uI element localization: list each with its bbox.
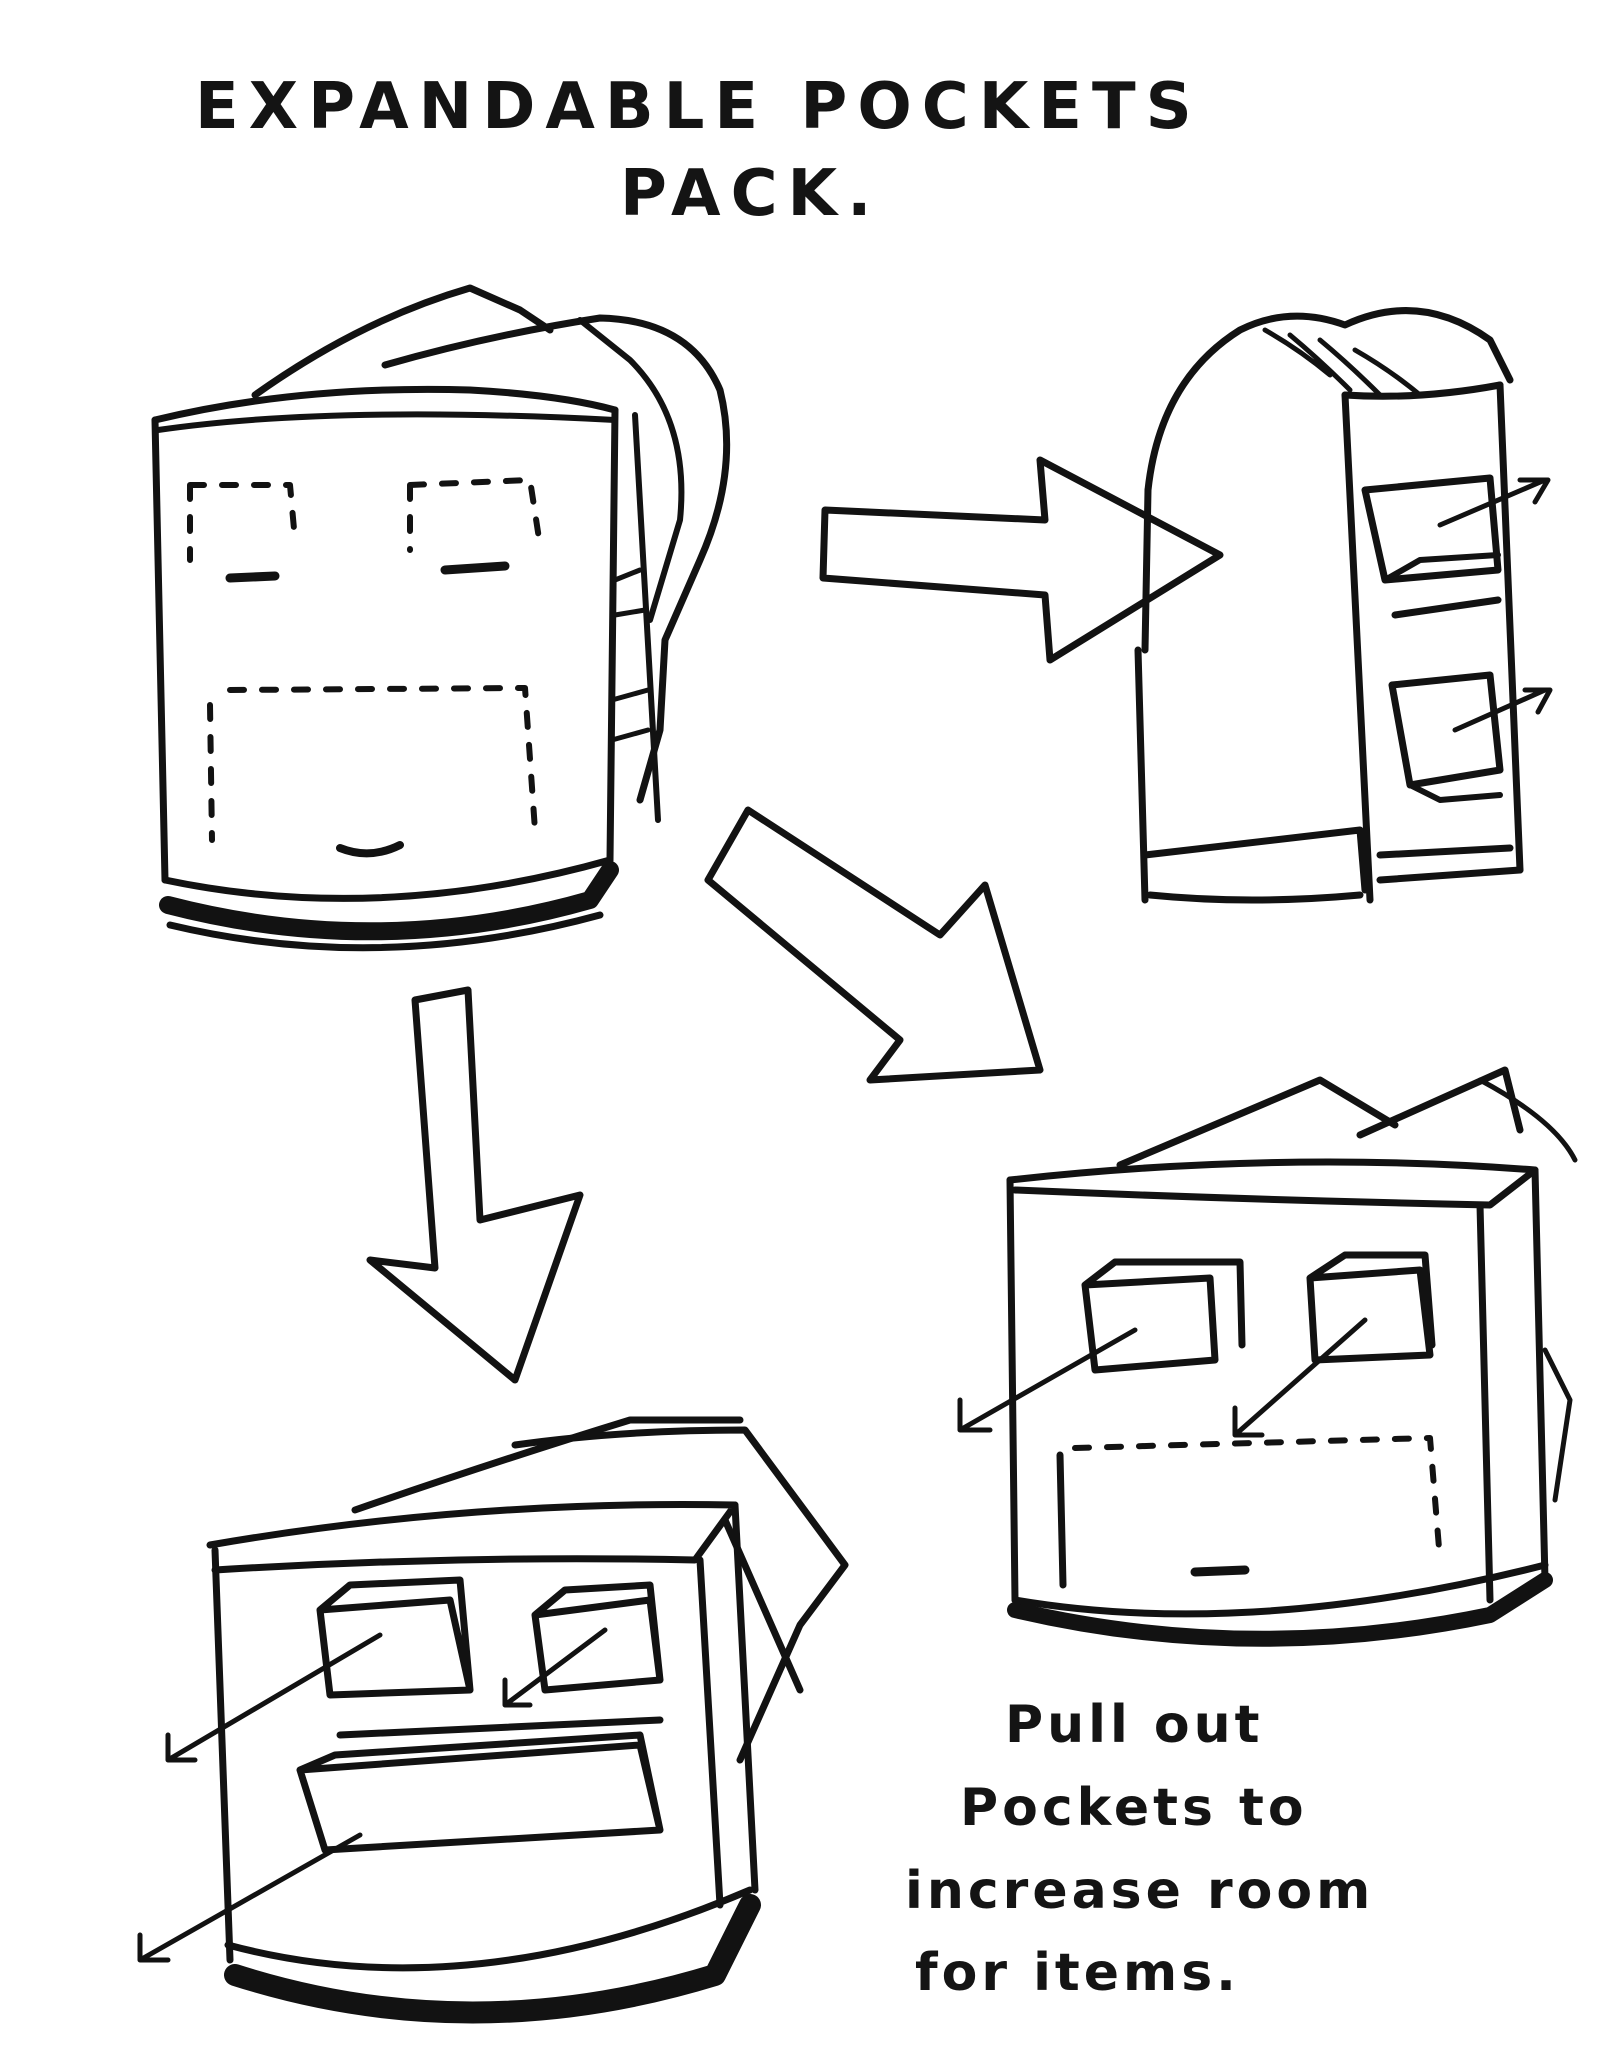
caption-line-1: Pull out [1005,1695,1263,1755]
pack-side-view [1134,307,1553,904]
arrow-to-right-view [819,456,1224,664]
caption-line-4: for items. [915,1943,1240,2003]
caption: Pull out Pockets to increase room for it… [905,1695,1374,2003]
title-line-1: EXPANDABLE POCKETS [195,70,1202,144]
pack-front-view [957,1066,1578,1647]
pack-closed [151,284,731,952]
arrow-to-front-view [704,806,1044,1084]
title-line-2: PACK. [620,157,881,231]
pack-angled-view [137,1416,849,2024]
caption-line-2: Pockets to [960,1778,1308,1838]
arrow-to-angled-view [366,986,584,1384]
caption-line-3: increase room [905,1861,1374,1921]
